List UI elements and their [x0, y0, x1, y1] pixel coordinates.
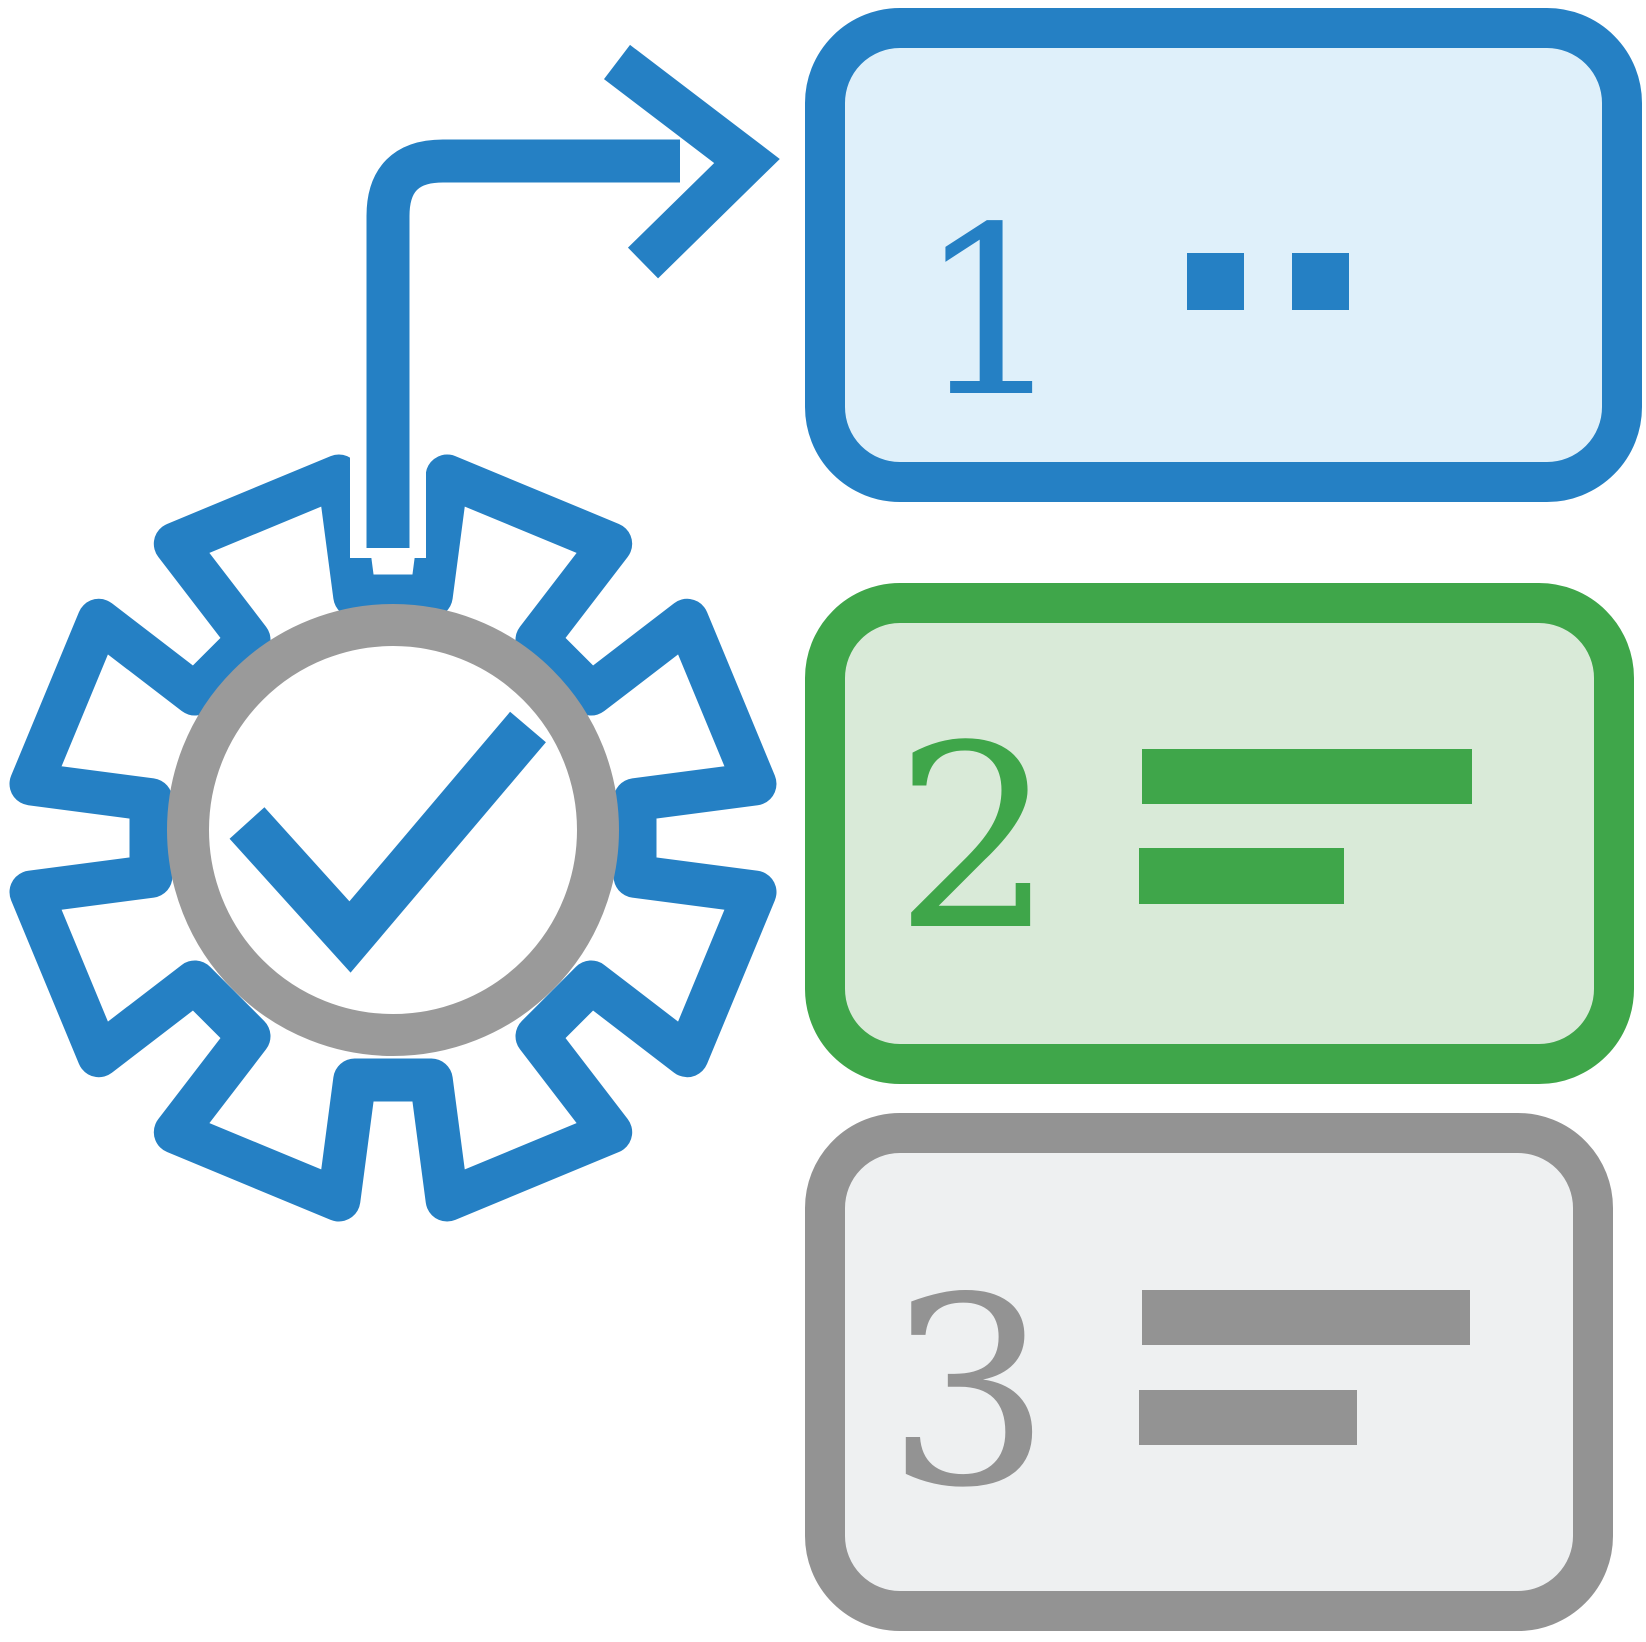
- text-bar: [1142, 1290, 1470, 1345]
- check-circle-ring: [167, 604, 619, 1056]
- step-number-2: 2: [894, 691, 1055, 986]
- step-number-3: 3: [886, 1243, 1052, 1545]
- step-card-3: 3: [805, 1113, 1613, 1631]
- bullet-square: [1187, 253, 1244, 310]
- bullet-square: [1292, 253, 1349, 310]
- text-bar: [1142, 749, 1472, 804]
- step-number-1: 1: [917, 177, 1066, 448]
- text-bar: [1139, 1390, 1357, 1445]
- flow-arrow-icon: [366, 139, 680, 548]
- step-card-2: 2: [805, 583, 1634, 1084]
- step-card-1: 1: [805, 8, 1642, 502]
- text-bar: [1139, 848, 1344, 904]
- arrow-head-icon: [603, 44, 780, 279]
- checkmark-icon: [229, 711, 546, 973]
